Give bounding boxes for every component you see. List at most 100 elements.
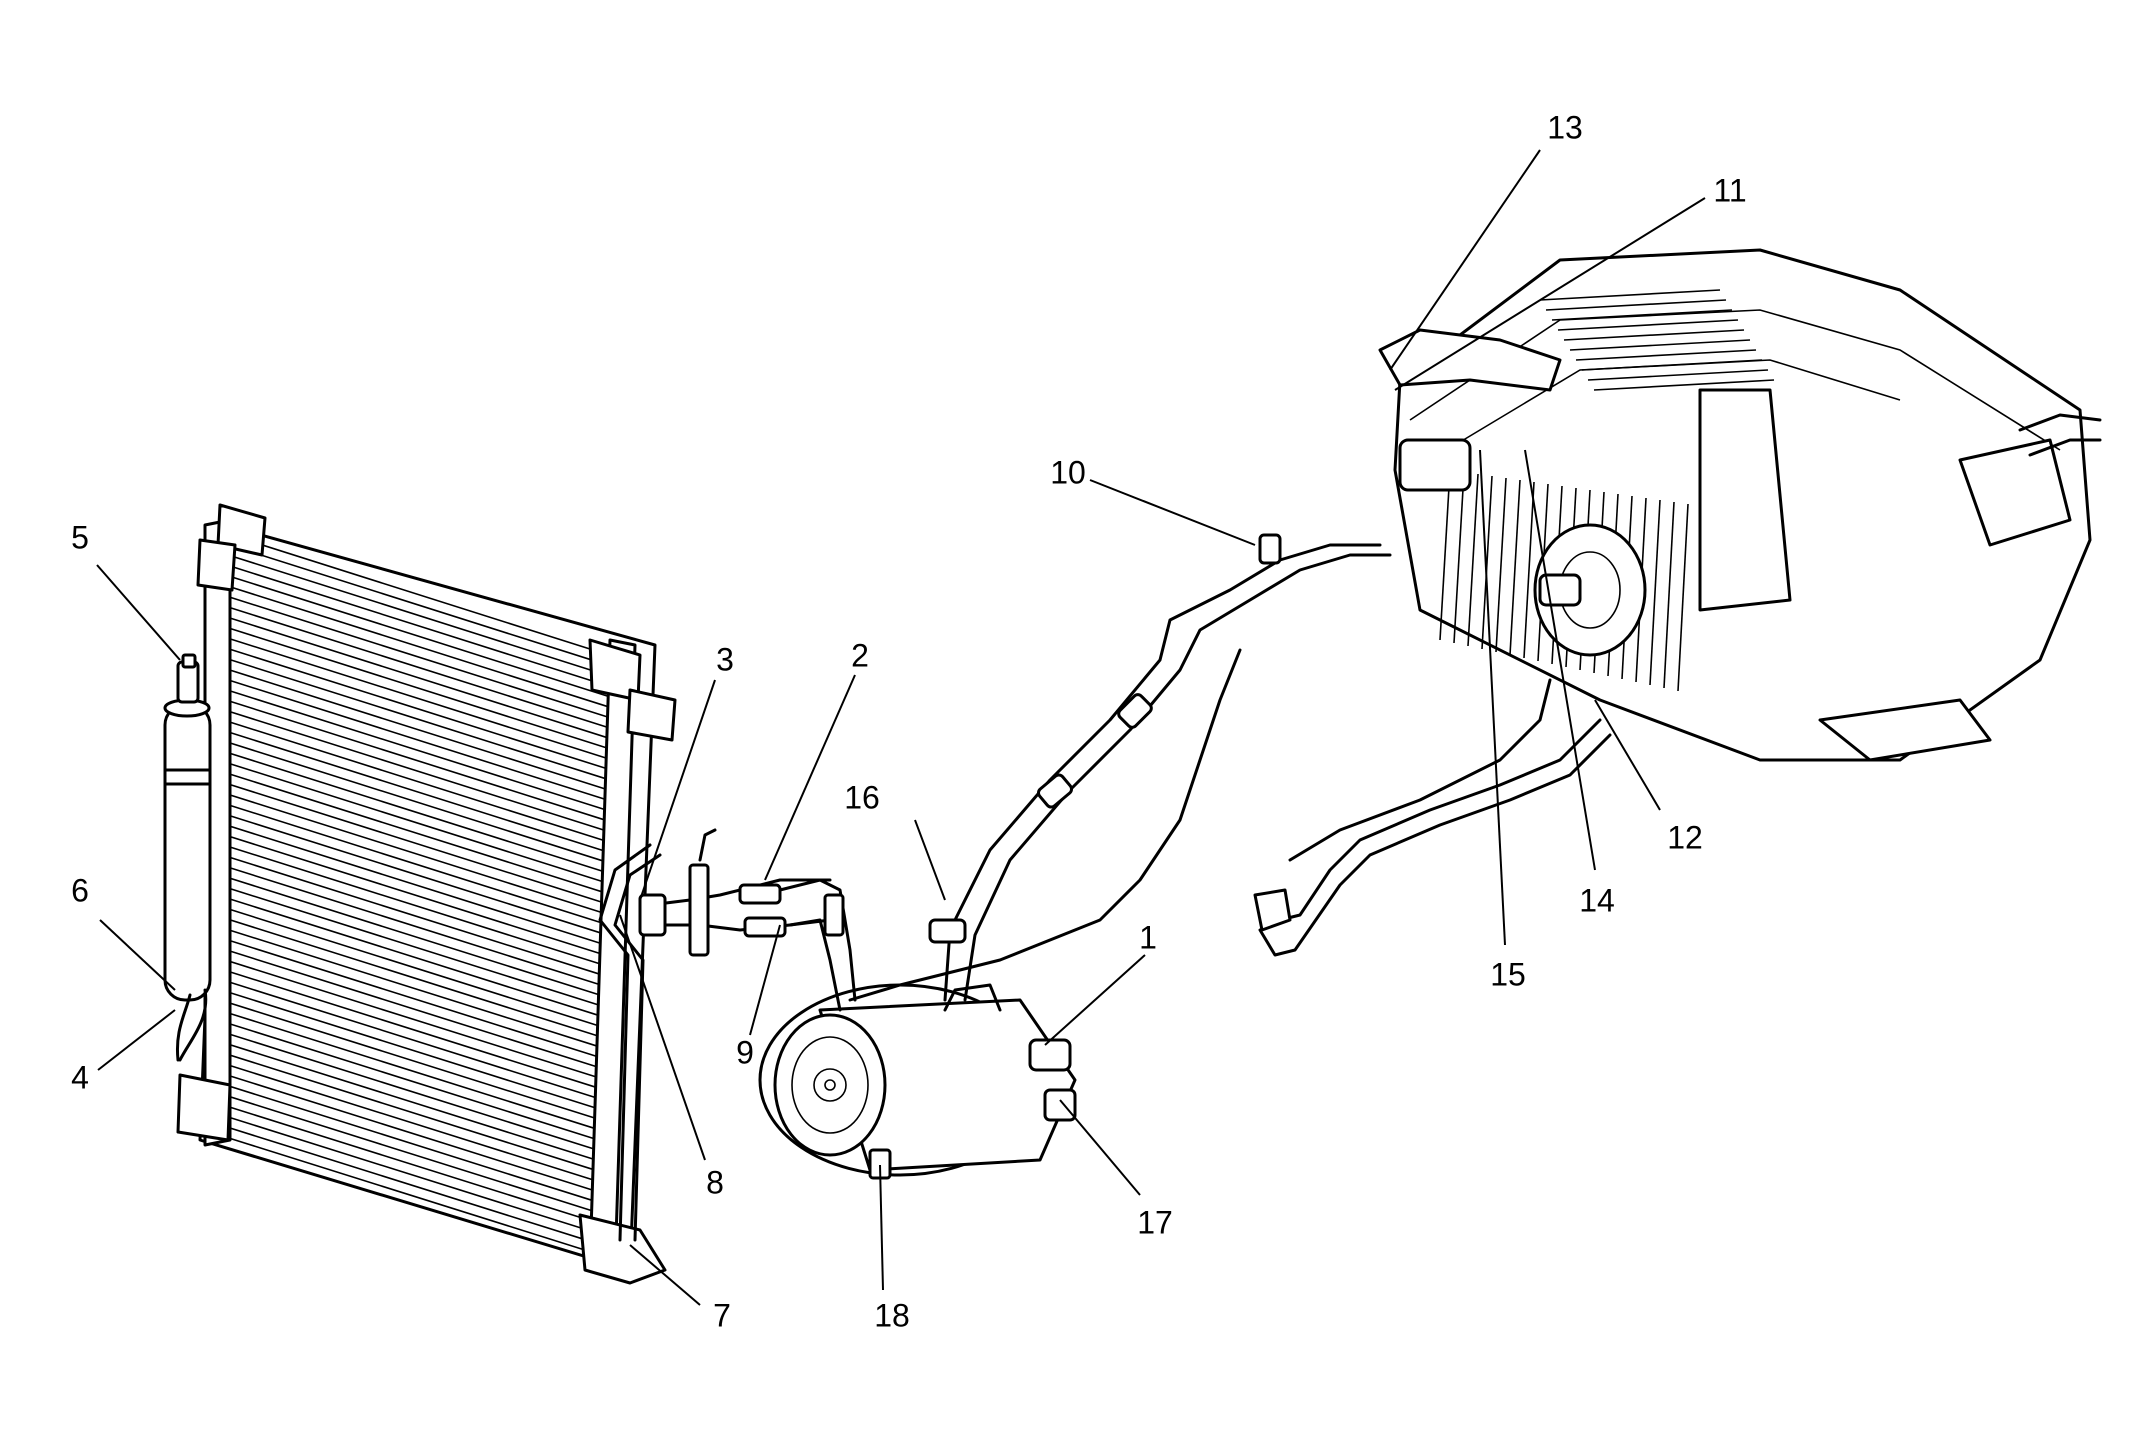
condenser-fin bbox=[219, 780, 602, 903]
condenser-fin bbox=[229, 575, 609, 698]
condenser-fin bbox=[204, 1077, 593, 1202]
condenser-fin bbox=[225, 657, 606, 780]
hvac-rib bbox=[1523, 481, 1535, 659]
condenser-fin bbox=[216, 831, 601, 955]
hvac-rib bbox=[1587, 369, 1769, 381]
condenser-fin bbox=[226, 626, 607, 749]
condenser-fin bbox=[221, 739, 604, 862]
leader-16 bbox=[914, 819, 946, 901]
leader-17 bbox=[1059, 1099, 1141, 1196]
hvac-rib bbox=[1663, 501, 1675, 689]
hvac-rib bbox=[1539, 289, 1721, 301]
condenser-fin bbox=[217, 811, 601, 934]
callout-11: 11 bbox=[1713, 172, 1746, 208]
leader-7 bbox=[629, 1244, 701, 1306]
condenser-fin bbox=[207, 1016, 595, 1140]
condenser-fin bbox=[215, 862, 600, 986]
callout-10: 10 bbox=[1050, 454, 1086, 490]
condenser-fin bbox=[209, 985, 596, 1109]
callout-4: 4 bbox=[71, 1059, 89, 1095]
condenser-fin bbox=[213, 903, 598, 1027]
leader-12 bbox=[1594, 699, 1661, 811]
condenser-fin bbox=[206, 1046, 594, 1171]
hvac-rib bbox=[1467, 473, 1479, 647]
callout-12: 12 bbox=[1667, 819, 1703, 855]
condenser-fin bbox=[212, 923, 598, 1047]
condenser-fin bbox=[211, 944, 597, 1068]
condenser-fin bbox=[227, 616, 608, 739]
hvac-rib bbox=[1439, 469, 1451, 641]
leader-2 bbox=[764, 674, 856, 881]
leader-5 bbox=[96, 564, 181, 661]
condenser-fin bbox=[207, 1026, 594, 1150]
hvac-module bbox=[1288, 248, 2102, 862]
hvac-rib bbox=[1593, 379, 1775, 391]
leader-11 bbox=[1394, 197, 1706, 391]
hvac-rib bbox=[1495, 477, 1507, 653]
condenser-fin bbox=[220, 759, 603, 883]
condenser-fin bbox=[224, 667, 606, 790]
leader-9 bbox=[749, 924, 781, 1036]
leader-1 bbox=[1044, 954, 1146, 1046]
condenser-fin bbox=[220, 749, 603, 872]
hvac-rib bbox=[1509, 479, 1521, 656]
hvac-rib bbox=[1649, 499, 1661, 686]
leader-6 bbox=[99, 919, 176, 991]
condenser-fin bbox=[221, 729, 604, 852]
condenser-fin bbox=[203, 1098, 592, 1222]
condenser-fin bbox=[225, 647, 607, 770]
callout-13: 13 bbox=[1547, 109, 1583, 145]
condenser-fin bbox=[217, 821, 601, 944]
compressor bbox=[758, 983, 1077, 1180]
refrigerant-hoses bbox=[778, 533, 1612, 1012]
receiver-drier bbox=[163, 653, 212, 1062]
condenser-fin bbox=[213, 893, 599, 1016]
condenser-fin bbox=[223, 688, 605, 811]
hvac-rib bbox=[1481, 475, 1493, 650]
condenser-fin bbox=[218, 790, 602, 914]
condenser-fin bbox=[208, 1005, 595, 1130]
callout-14: 14 bbox=[1579, 882, 1615, 918]
condenser-fin bbox=[215, 852, 600, 975]
condenser-fin bbox=[205, 1067, 593, 1191]
condenser bbox=[176, 503, 677, 1285]
condenser-fin bbox=[222, 708, 605, 831]
callout-17: 17 bbox=[1137, 1204, 1173, 1240]
callout-7: 7 bbox=[713, 1297, 731, 1333]
callout-15: 15 bbox=[1490, 956, 1526, 992]
condenser-fin bbox=[202, 1118, 591, 1243]
callout-8: 8 bbox=[706, 1164, 724, 1200]
callout-5: 5 bbox=[71, 519, 89, 555]
callout-labels: 1 2 3 4 5 6 7 8 9 10 11 12 13 14 15 16 1… bbox=[71, 109, 1747, 1333]
condenser-fin bbox=[209, 975, 596, 1099]
condenser-fin bbox=[224, 677, 606, 801]
leader-lines bbox=[96, 149, 1706, 1306]
hvac-rib bbox=[1563, 329, 1745, 341]
condenser-fin bbox=[214, 882, 599, 1006]
leader-14 bbox=[1524, 449, 1596, 871]
condenser-fin bbox=[205, 1057, 593, 1181]
leader-15 bbox=[1479, 449, 1506, 946]
condenser-fin bbox=[204, 1087, 592, 1212]
leader-3 bbox=[639, 679, 716, 901]
hvac-rib bbox=[1575, 349, 1757, 361]
condenser-fin bbox=[212, 913, 598, 1037]
leader-13 bbox=[1389, 149, 1541, 371]
callout-6: 6 bbox=[71, 872, 89, 908]
hvac-rib bbox=[1545, 299, 1727, 311]
condenser-fin bbox=[219, 770, 603, 893]
condenser-fin bbox=[222, 718, 604, 842]
condenser-fin bbox=[211, 934, 597, 1058]
hvac-rib bbox=[1569, 339, 1751, 351]
callout-16: 16 bbox=[844, 779, 880, 815]
callout-3: 3 bbox=[716, 641, 734, 677]
leader-18 bbox=[879, 1164, 884, 1291]
condenser-fin bbox=[203, 1108, 592, 1232]
condenser-fin bbox=[208, 995, 595, 1119]
condenser-fin bbox=[231, 534, 610, 657]
condenser-fin bbox=[214, 872, 599, 996]
condenser-fin bbox=[210, 964, 596, 1088]
leader-8 bbox=[619, 914, 706, 1161]
condenser-lines bbox=[598, 828, 832, 1242]
